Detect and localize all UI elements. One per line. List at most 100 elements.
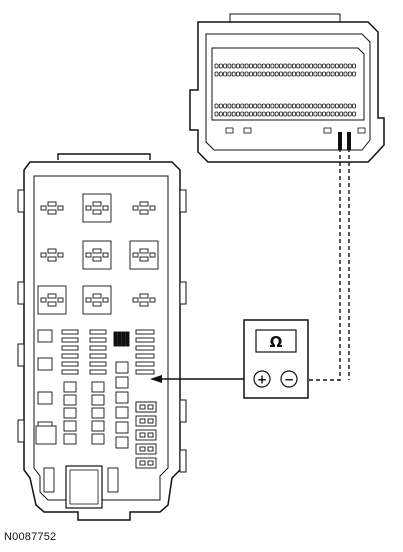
connector-pin <box>287 71 292 77</box>
ohmmeter: Ω + − <box>243 319 309 399</box>
connector-pin <box>231 111 236 117</box>
connector-pin <box>330 103 335 109</box>
connector-pin <box>227 63 232 69</box>
relay-terminal <box>47 256 57 262</box>
connector-pin <box>223 103 228 109</box>
connector-pin <box>326 71 331 77</box>
connector-pin <box>248 71 253 77</box>
connector-pin <box>240 71 245 77</box>
connector-pin <box>236 63 240 69</box>
connector-pin <box>253 103 258 109</box>
relay-terminal <box>149 252 156 258</box>
connector-pin <box>330 63 335 69</box>
connector-pin <box>253 111 258 117</box>
relay-terminal <box>139 201 149 207</box>
connector-pin <box>214 71 219 77</box>
relay-terminal <box>92 301 102 307</box>
connector-pin <box>244 71 249 77</box>
connector-pin <box>322 103 326 109</box>
mini-fuse <box>61 345 79 351</box>
relay-socket <box>37 285 67 315</box>
connector-pin <box>334 63 339 69</box>
connector-pin <box>309 63 314 69</box>
mini-fuse <box>135 361 155 367</box>
connector-pin <box>218 71 223 77</box>
connector-pin <box>339 63 344 69</box>
connector-pin-rows <box>214 63 366 134</box>
cartridge-fuse <box>37 357 53 371</box>
connector-pin <box>317 63 322 69</box>
cartridge-fuse <box>37 391 53 405</box>
fuse-cell <box>91 420 105 432</box>
connector-pin <box>339 71 344 77</box>
relay-terminal <box>149 297 156 303</box>
relay-terminal <box>92 209 102 215</box>
meter-display <box>255 329 297 353</box>
connector-pin <box>347 103 352 109</box>
connector-pin <box>313 111 318 117</box>
mini-fuse <box>61 361 79 367</box>
connector-pin <box>283 103 288 109</box>
fuse-cell <box>63 394 77 406</box>
connector-pin <box>253 71 258 77</box>
connector-pin <box>300 71 305 77</box>
mini-fuse <box>135 337 155 343</box>
fuse-cell <box>63 433 77 445</box>
mini-fuse <box>135 369 155 375</box>
connector-pin <box>309 103 314 109</box>
connector-pin <box>296 103 301 109</box>
mini-fuse <box>89 337 107 343</box>
connector-pin <box>261 71 266 77</box>
connector-pin <box>339 111 344 117</box>
relay-terminal <box>102 252 109 258</box>
connector-pin <box>231 71 236 77</box>
positive-terminal <box>253 370 271 388</box>
mini-fuse <box>89 369 107 375</box>
fuse-blade <box>117 331 122 347</box>
relay-terminal <box>47 301 57 307</box>
connector-pin <box>343 71 348 77</box>
connector-pin <box>266 71 271 77</box>
relay-pin <box>147 460 154 466</box>
connector-pin <box>244 103 249 109</box>
connector-probes <box>338 132 351 150</box>
connector-pin <box>322 71 326 77</box>
fuse-cell <box>91 433 105 445</box>
large-fuse <box>35 425 57 445</box>
connector-pin <box>326 103 331 109</box>
connector-pin <box>334 103 339 109</box>
connector-pin <box>257 103 262 109</box>
connector-pin <box>279 71 283 77</box>
relay-terminal <box>47 209 57 215</box>
connector-pin <box>352 103 357 109</box>
connector-pin <box>279 103 283 109</box>
mini-fuse <box>89 353 107 359</box>
connector-pin <box>236 103 240 109</box>
connector-pin <box>257 111 262 117</box>
connector-pin <box>227 111 232 117</box>
fuse-blade <box>125 331 130 347</box>
connector-pin <box>218 103 223 109</box>
fuse-cell <box>115 391 129 404</box>
ohm-symbol: Ω <box>270 333 283 351</box>
connector-pin <box>291 111 296 117</box>
fuse-cell <box>91 381 105 393</box>
connector-pin <box>330 71 335 77</box>
connector-pin <box>266 63 271 69</box>
connector-pin <box>347 111 352 117</box>
connector-pin <box>279 63 283 69</box>
connector-pin <box>283 111 288 117</box>
relay-terminal <box>132 205 139 211</box>
connector-pin <box>279 111 283 117</box>
connector-pin <box>334 111 339 117</box>
relay-terminal <box>40 252 47 258</box>
fuse-cell <box>115 421 129 434</box>
connector-pin <box>270 111 275 117</box>
connector-pin <box>223 111 228 117</box>
connector-pin <box>240 111 245 117</box>
connector-pin <box>236 71 240 77</box>
connector-pin <box>326 111 331 117</box>
connector-slot <box>323 127 332 134</box>
connector-pin <box>231 103 236 109</box>
fuse-cell <box>115 361 129 374</box>
